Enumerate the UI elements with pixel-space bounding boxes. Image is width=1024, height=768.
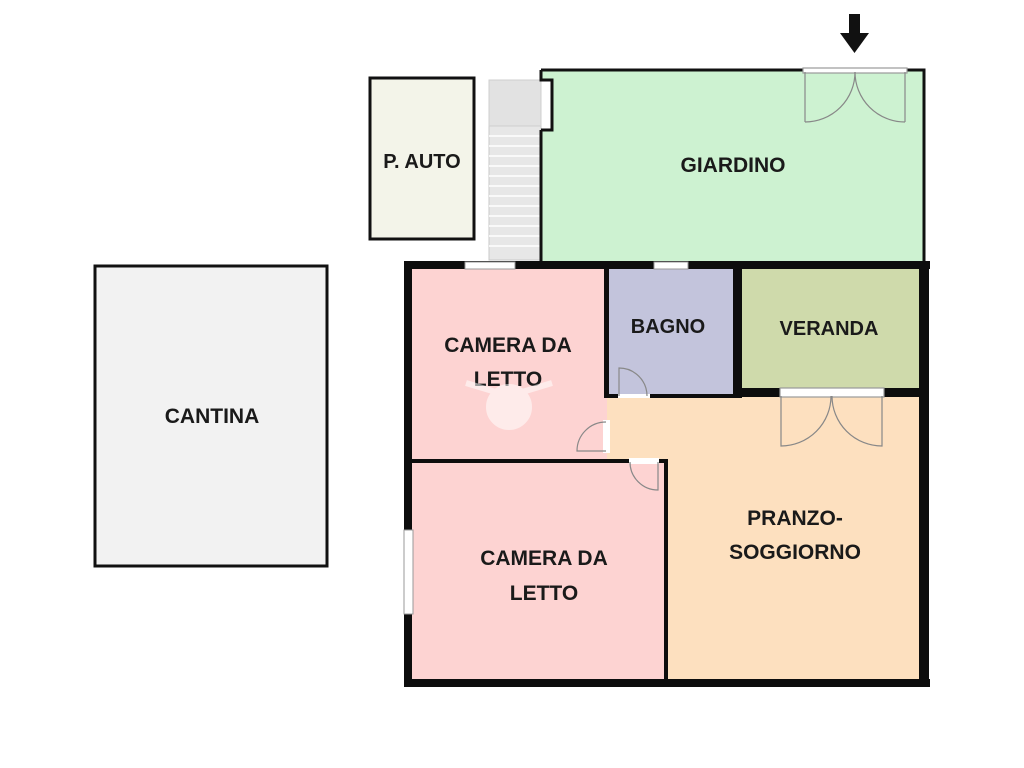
camera-2-label-line2: LETTO	[510, 582, 578, 605]
cantina-label: CANTINA	[165, 405, 260, 428]
giardino-label: GIARDINO	[681, 154, 786, 177]
room-pranzo-soggiorno: PRANZO- SOGGIORNO	[607, 396, 919, 680]
stairs	[488, 79, 542, 261]
room-bagno: BAGNO	[607, 268, 735, 396]
room-camera-1: CAMERA DA LETTO	[410, 268, 607, 461]
room-camera-2: CAMERA DA LETTO	[410, 461, 666, 680]
posto-auto-label: P. AUTO	[383, 151, 460, 173]
camera-2-label-line1: CAMERA DA	[480, 547, 608, 570]
bagno-label: BAGNO	[631, 316, 705, 338]
pranzo-label-line2: SOGGIORNO	[729, 541, 861, 564]
camera-1-label-line2: LETTO	[474, 368, 542, 391]
room-giardino: GIARDINO	[539, 67, 926, 266]
room-cantina: CANTINA	[93, 264, 329, 568]
veranda-label: VERANDA	[780, 318, 879, 340]
pranzo-label-line1: PRANZO-	[747, 507, 843, 530]
entrance-arrow-icon	[840, 14, 869, 53]
room-veranda: VERANDA	[741, 268, 919, 390]
interior-doors	[576, 367, 885, 491]
windows	[403, 261, 689, 615]
watermark-logo-icon	[465, 380, 553, 430]
entrance-door	[802, 67, 908, 123]
room-posto-auto: P. AUTO	[368, 76, 476, 241]
camera-1-label-line1: CAMERA DA	[444, 334, 572, 357]
